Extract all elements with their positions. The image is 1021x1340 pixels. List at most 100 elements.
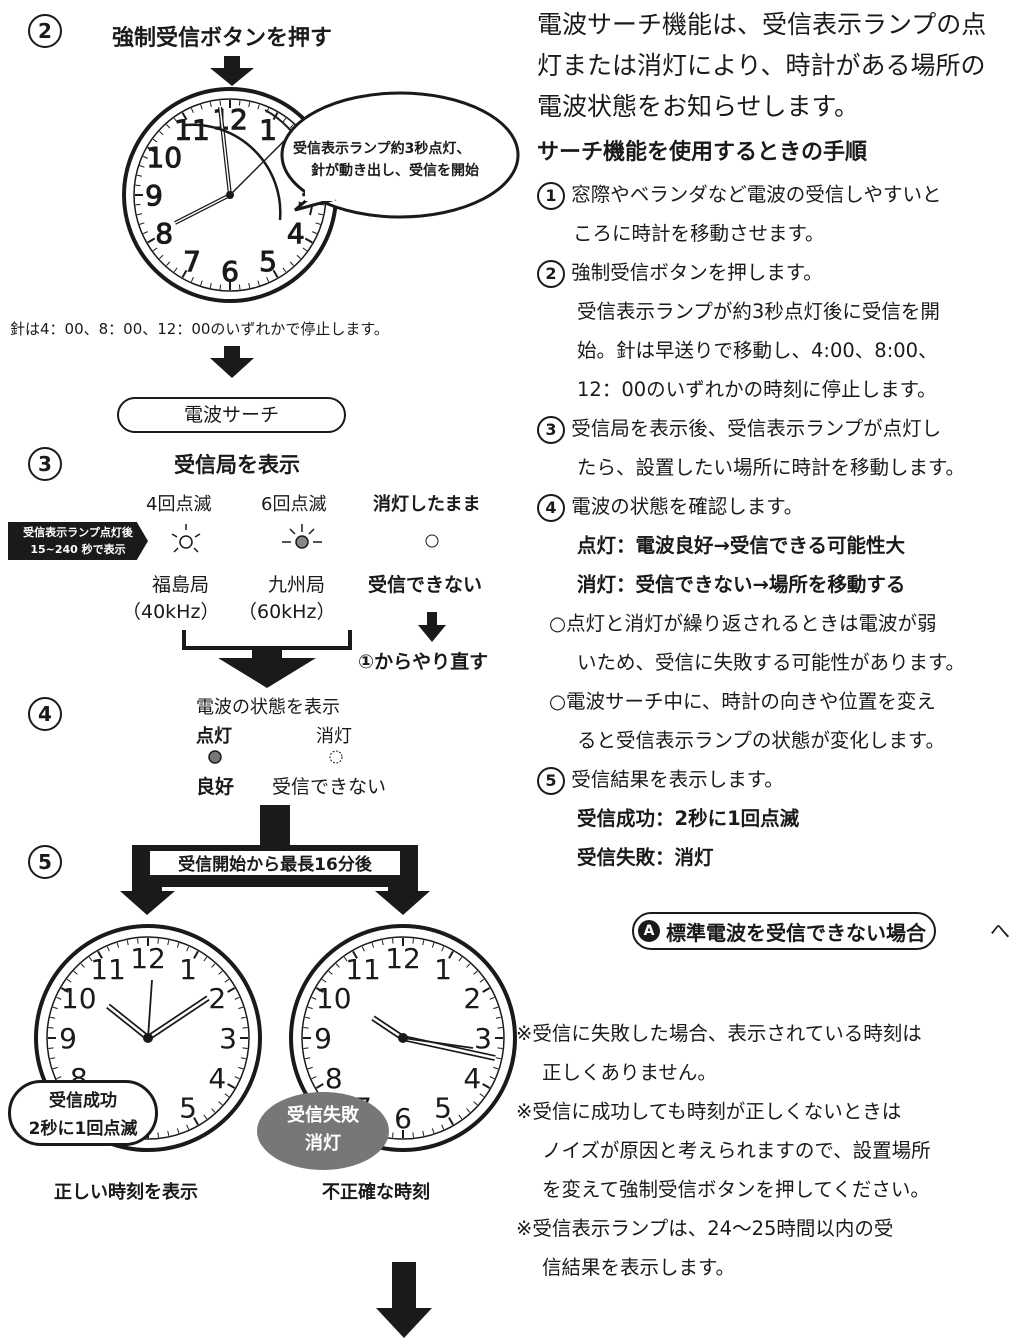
clock-tick: [136, 174, 143, 177]
correct-time-caption: 正しい時刻を表示: [54, 1182, 198, 1203]
clock-numeral: 1: [259, 113, 277, 146]
clock-tick: [135, 203, 141, 206]
radio-search-label: 電波サーチ: [117, 397, 346, 433]
clock-tick: [497, 1027, 503, 1029]
clock-forced-reception: 121234567891011: [122, 87, 520, 303]
clock-tick: [458, 956, 463, 962]
clock-numeral: 8: [155, 217, 173, 250]
clock-tick: [73, 970, 78, 975]
step-3-number: 3: [28, 447, 62, 481]
clock-tick: [422, 940, 425, 946]
clock-tick: [219, 100, 222, 106]
retry-label: ①からやり直す: [358, 651, 489, 673]
clock-tick: [412, 1132, 414, 1138]
clock-tick: [186, 1124, 190, 1130]
clock-tick: [139, 222, 145, 225]
step-2-caption: 針は4：00、8：00、12：00のいずれかで停止します。: [10, 320, 389, 338]
clock-tick: [317, 213, 324, 216]
clock-tick: [296, 254, 301, 259]
clock-tick: [136, 213, 143, 216]
lamp-on-icon: [208, 750, 222, 764]
clock-tick: [311, 996, 317, 1000]
lamp-off-icon: [425, 534, 439, 548]
clock-tick: [479, 978, 485, 983]
clock-tick: [211, 963, 216, 968]
clock-tick: [307, 1006, 313, 1010]
clock-tick: [52, 1066, 58, 1070]
step-2-number: 2: [28, 14, 62, 48]
clock-tick: [441, 1124, 445, 1130]
clock-numeral: 9: [145, 179, 163, 212]
clock-tick: [209, 282, 212, 289]
reference-link[interactable]: A 標準電波を受信できない場合: [632, 912, 936, 950]
clock-tick: [328, 970, 333, 975]
clock-tick: [203, 1114, 208, 1120]
clock-tick: [159, 254, 164, 259]
step-2-title: 強制受信ボタンを押す: [112, 26, 333, 51]
clock-tick: [315, 1083, 324, 1089]
clock-tick: [224, 978, 230, 983]
clock-numeral: 12: [385, 942, 421, 975]
lamp-blink-icon: [171, 524, 201, 553]
clock-tick: [282, 267, 287, 273]
clock-tick: [495, 1057, 501, 1060]
clock-tick: [303, 1047, 309, 1049]
clock-tick: [190, 108, 194, 113]
clock-tick: [431, 1128, 435, 1134]
clock-tick: [303, 1027, 309, 1029]
clock-tick: [240, 1016, 246, 1019]
clock-tick: [157, 1132, 159, 1138]
clock-tick: [321, 978, 327, 983]
clock-tick: [193, 1117, 199, 1126]
clock-tick: [218, 1101, 223, 1106]
clock-tick: [257, 280, 260, 286]
arrow-down-icon: [418, 612, 446, 642]
clock-tick: [458, 1114, 463, 1120]
hands-start-label: 針が動き出す: [193, 886, 337, 914]
kyushu-blink: 6回点滅: [261, 494, 327, 515]
proc-step-4: 4 電波の状態を確認します。: [537, 487, 965, 526]
clock-numeral: 2: [463, 982, 481, 1015]
clock-tick: [466, 1108, 471, 1113]
clock-tick: [135, 184, 141, 187]
clock-tick: [248, 282, 251, 289]
step-5-banner: 受信開始から最長16分後: [148, 849, 402, 877]
clock-tick: [227, 987, 236, 993]
clock-tick: [200, 104, 203, 110]
clock-tick: [304, 237, 313, 244]
arrow-down-icon: [210, 56, 254, 86]
proc-step-2: 2 強制受信ボタンを押します。: [537, 253, 965, 292]
clock-tick: [489, 996, 495, 1000]
arrow-down-icon: [210, 346, 254, 378]
fukushima-freq: （40kHz）: [122, 601, 220, 623]
clock-tick: [482, 987, 491, 993]
clock-tick: [266, 277, 270, 282]
reference-suffix: へ: [990, 919, 1010, 943]
clock-tick: [234, 1076, 240, 1080]
no-reception-label: 受信できない: [368, 574, 483, 596]
success-bubble: 受信成功 2秒に1回点滅: [8, 1080, 158, 1146]
clock-tick: [315, 222, 321, 225]
notes: ※受信に失敗した場合、表示されている時刻は 正しくありません。 ※受信に成功して…: [516, 1022, 931, 1279]
clock-tick: [167, 1130, 170, 1136]
clock-tick: [242, 1047, 248, 1049]
clock-tick: [422, 1130, 425, 1136]
clock-tick: [143, 231, 148, 235]
clock-tick: [218, 970, 223, 975]
clock-tick: [186, 946, 190, 952]
clock-tick: [289, 124, 294, 129]
clock-tick: [159, 131, 164, 136]
clock-tick: [56, 996, 62, 1000]
clock-tick: [448, 1117, 454, 1126]
clock-tick: [209, 101, 212, 108]
clock-tick: [242, 1027, 248, 1029]
bubble-text-line1: 受信表示ランプ約3秒点灯、: [293, 141, 471, 157]
clock-tick: [181, 112, 188, 121]
clock-tick: [234, 996, 240, 1000]
clock-tick: [371, 942, 375, 948]
clock-tick: [343, 956, 348, 962]
clock-numeral: 11: [174, 113, 210, 146]
clock-tick: [392, 938, 394, 944]
letter-a-icon: A: [638, 920, 660, 942]
clock-numeral: 3: [219, 1022, 237, 1055]
